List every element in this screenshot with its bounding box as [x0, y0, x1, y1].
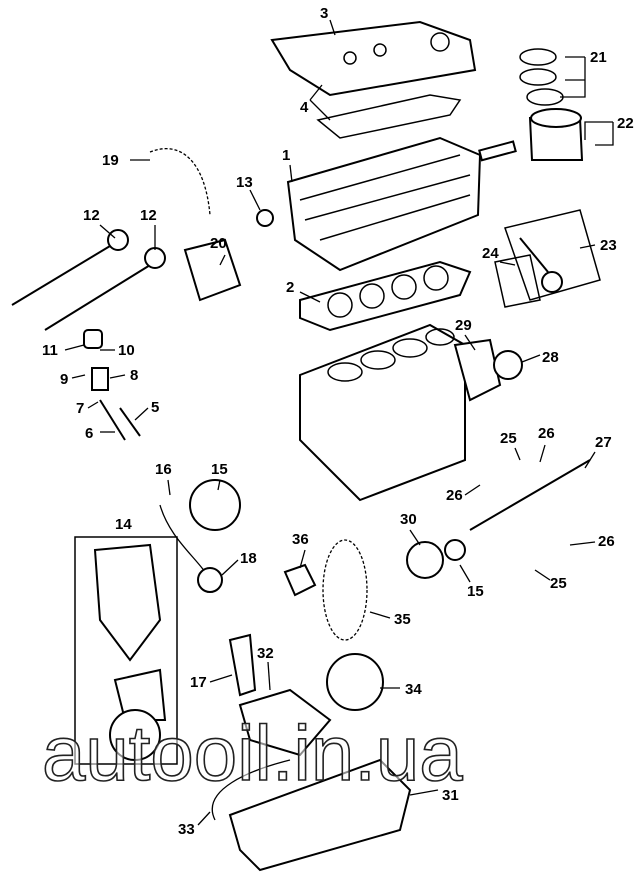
callout-6: 6: [85, 425, 93, 442]
valve-cover: [270, 20, 477, 97]
callout-16: 16: [155, 461, 172, 478]
camshaft-exhaust: [44, 261, 156, 331]
callout-7: 7: [76, 400, 84, 417]
callout-18: 18: [240, 550, 257, 567]
callout-15: 15: [211, 461, 228, 478]
callout-20: 20: [210, 235, 227, 252]
callout-33: 33: [178, 821, 195, 838]
callout-36: 36: [292, 531, 309, 548]
callout-35: 35: [394, 611, 411, 628]
head-gasket: [299, 260, 472, 332]
callout-26: 26: [538, 425, 555, 442]
callout-3: 3: [320, 5, 328, 22]
callout-34: 34: [405, 681, 422, 698]
leader-lines: [64, 19, 614, 826]
callout-17: 17: [190, 674, 207, 691]
callout-27: 27: [595, 434, 612, 451]
callout-12: 12: [140, 207, 157, 224]
callout-8: 8: [130, 367, 138, 384]
callout-29: 29: [455, 317, 472, 334]
watermark: autooil.in.ua: [42, 709, 463, 797]
callout-21: 21: [590, 49, 607, 66]
callout-4: 4: [300, 99, 309, 116]
callout-19: 19: [102, 152, 119, 169]
oil-pan: [228, 758, 412, 872]
cylinder-head: [286, 136, 482, 272]
crankshaft: [469, 459, 591, 531]
callout-9: 9: [60, 371, 68, 388]
callout-14: 14: [115, 516, 132, 533]
callout-12: 12: [83, 207, 100, 224]
callout-30: 30: [400, 511, 417, 528]
callout-31: 31: [442, 787, 459, 804]
callout-2: 2: [286, 279, 294, 296]
timing-cover-frame: [74, 536, 178, 765]
callout-13: 13: [236, 174, 253, 191]
callout-32: 32: [257, 645, 274, 662]
callout-25: 25: [550, 575, 567, 592]
camshaft-intake: [11, 239, 121, 306]
timing-chain: [149, 147, 211, 216]
callout-26: 26: [446, 487, 463, 504]
callout-22: 22: [617, 115, 634, 132]
callout-25: 25: [500, 430, 517, 447]
callout-15: 15: [467, 583, 484, 600]
callout-24: 24: [482, 245, 499, 262]
callout-23: 23: [600, 237, 617, 254]
callout-28: 28: [542, 349, 559, 366]
callout-1: 1: [282, 147, 290, 164]
callouts: 3 21 22 4 1 19 13 12 12 20 24 23 2 29 28…: [42, 5, 634, 838]
engine-block: [299, 323, 466, 502]
callout-26: 26: [598, 533, 615, 550]
callout-11: 11: [42, 342, 58, 359]
valve-cover-gasket: [316, 94, 462, 139]
callout-5: 5: [151, 399, 159, 416]
callout-10: 10: [118, 342, 135, 359]
